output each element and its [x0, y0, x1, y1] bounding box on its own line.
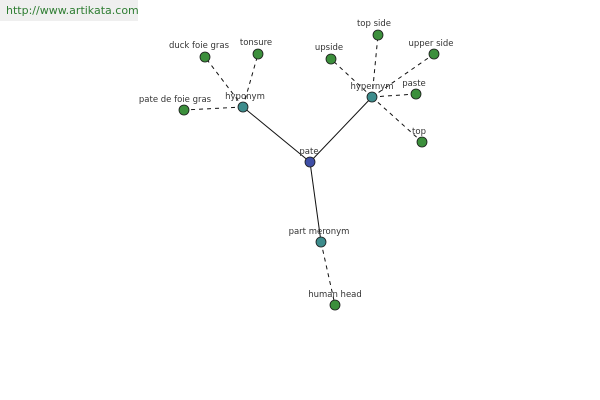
node-label-human-head: human head — [308, 290, 362, 300]
node-label-hypernym: hypernym — [350, 82, 393, 92]
url-banner: http://www.artikata.com — [0, 0, 139, 21]
edge-part-meronym-human-head — [320, 241, 336, 306]
node-label-pate: pate — [299, 147, 318, 157]
node-hyponym[interactable] — [237, 101, 249, 113]
edge-pate-hyponym — [242, 106, 311, 163]
node-label-upside: upside — [315, 43, 343, 53]
node-label-top-side: top side — [357, 19, 391, 29]
node-duck-foie-gras[interactable] — [199, 51, 211, 63]
node-tonsure[interactable] — [252, 48, 264, 60]
edge-hypernym-paste — [371, 93, 417, 98]
edge-hypernym-top — [371, 96, 423, 143]
labels-layer: pate hyponym hypernym part meronym duck foie… — [139, 19, 454, 300]
node-label-tonsure: tonsure — [240, 38, 272, 48]
node-top-side[interactable] — [372, 29, 384, 41]
node-upper-side[interactable] — [428, 48, 440, 60]
edge-hyponym-pate-de-foie-gras — [183, 106, 244, 111]
node-paste[interactable] — [410, 88, 422, 100]
edges-layer — [183, 34, 435, 306]
node-hypernym[interactable] — [366, 91, 378, 103]
node-pate-de-foie-gras[interactable] — [178, 104, 190, 116]
node-label-pate-de-foie-gras: pate de foie gras — [139, 95, 212, 105]
node-human-head[interactable] — [329, 299, 341, 311]
node-label-hyponym: hyponym — [225, 92, 265, 102]
node-pate[interactable] — [304, 156, 316, 168]
nodes-layer — [178, 29, 440, 311]
node-label-part-meronym: part meronym — [289, 227, 350, 237]
node-label-duck-foie-gras: duck foie gras — [169, 41, 230, 51]
node-part-meronym[interactable] — [315, 236, 327, 248]
edge-hyponym-tonsure — [242, 53, 259, 108]
node-label-paste: paste — [402, 79, 426, 89]
node-label-upper-side: upper side — [408, 39, 453, 49]
edge-hypernym-top-side — [371, 34, 379, 98]
node-top[interactable] — [416, 136, 428, 148]
edge-pate-part-meronym — [309, 161, 322, 243]
node-upside[interactable] — [325, 53, 337, 65]
edge-pate-hypernym — [309, 96, 373, 163]
node-label-top: top — [412, 127, 426, 137]
edge-hyponym-duck-foie-gras — [204, 56, 244, 108]
edge-hypernym-upside — [330, 58, 373, 98]
site-url-link[interactable]: http://www.artikata.com — [6, 4, 139, 17]
